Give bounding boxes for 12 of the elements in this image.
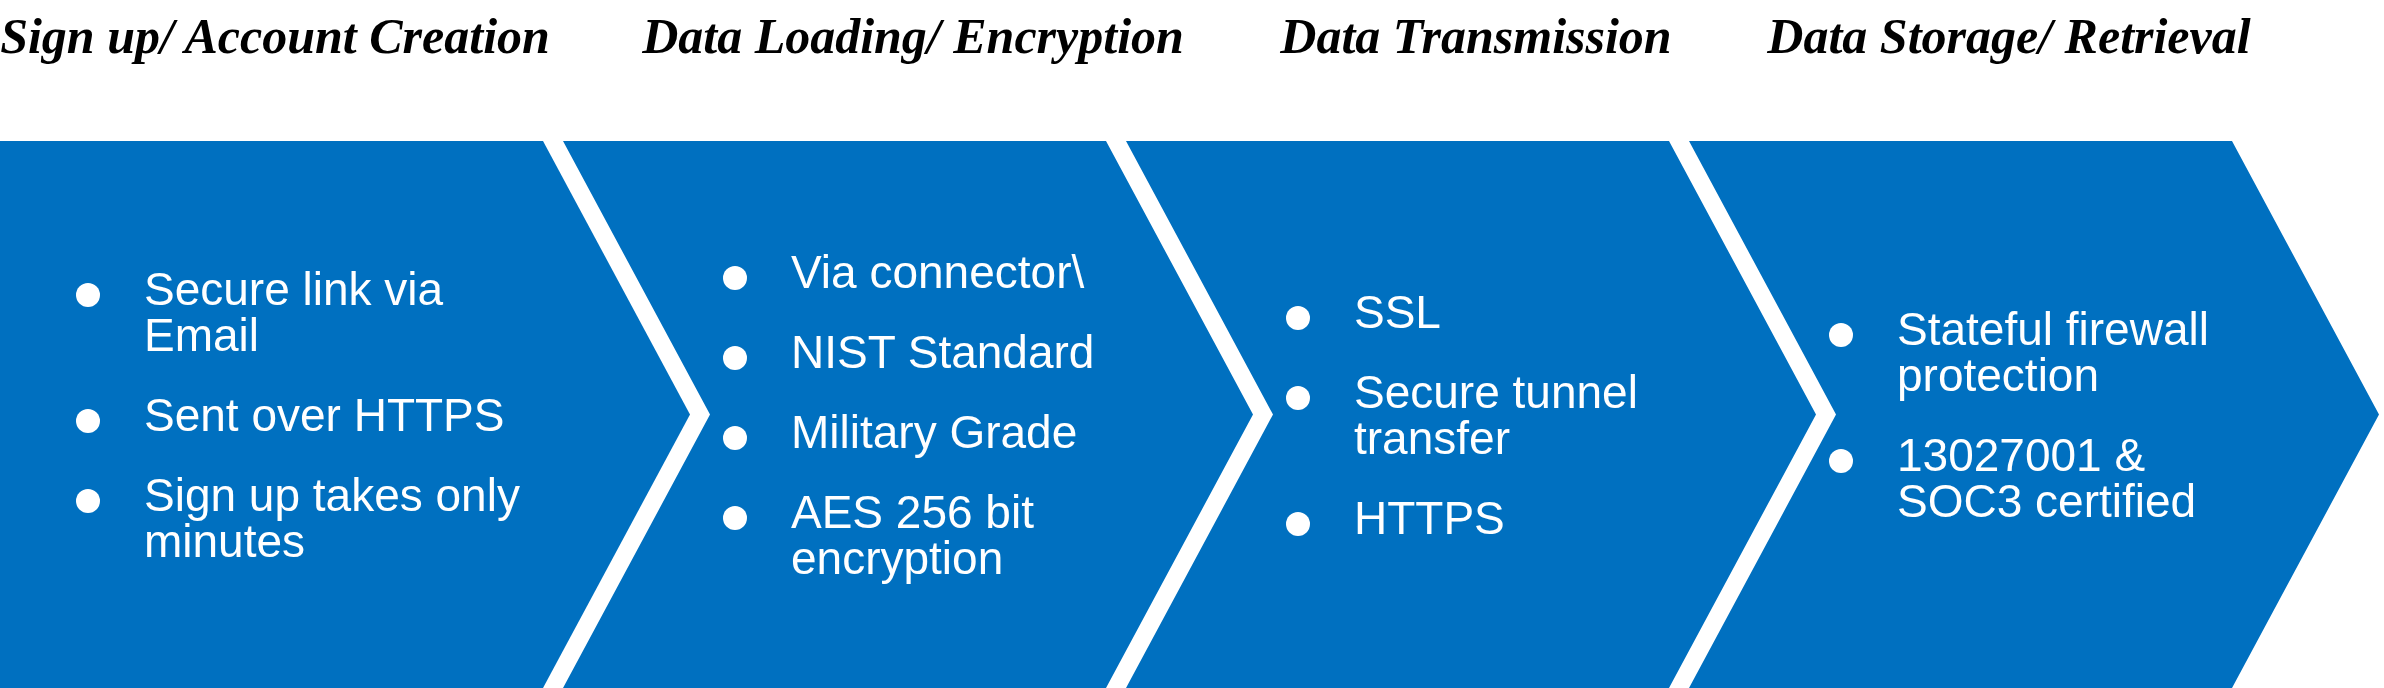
bullet-item: Secure link via Email <box>76 265 536 358</box>
bullet-item: NIST Standard <box>723 328 1123 375</box>
bullet-item: Sign up takes only minutes <box>76 471 536 564</box>
bullet-item: SSL <box>1286 288 1686 335</box>
bullet-item: Via connector\ <box>723 248 1123 295</box>
step-heading: Sign up/ Account Creation <box>0 8 550 64</box>
bullet-item: HTTPS <box>1286 494 1686 541</box>
bullet-item: Sent over HTTPS <box>76 391 536 438</box>
bullet-item: Secure tunnel transfer <box>1286 368 1686 461</box>
bullet-item: 13027001 & SOC3 certified <box>1829 431 2249 524</box>
step-heading: Data Storage/ Retrieval <box>1766 8 2252 64</box>
step-heading: Data Loading/ Encryption <box>641 8 1185 64</box>
